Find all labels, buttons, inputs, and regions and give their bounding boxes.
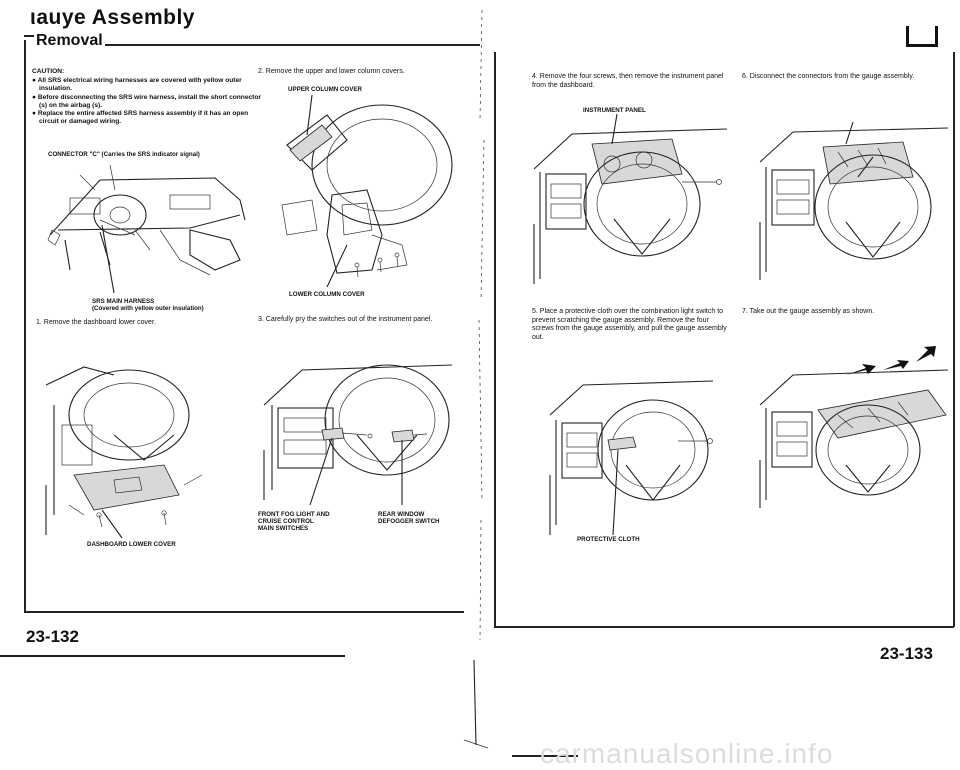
dashboard-lower-cover-label: DASHBOARD LOWER COVER bbox=[87, 541, 176, 548]
page-number-right: 23-133 bbox=[880, 644, 933, 663]
step-7: 7. Take out the gauge assembly as shown. bbox=[742, 308, 875, 315]
leader-line bbox=[101, 509, 123, 539]
srs-harness-figure bbox=[47, 164, 246, 276]
column-covers-figure bbox=[281, 94, 453, 288]
step-5: 5. Place a protective cloth over the com… bbox=[532, 308, 727, 341]
right-page-right-rule bbox=[953, 52, 955, 627]
caution-heading: CAUTION: bbox=[32, 68, 65, 75]
watermark: carmanualsonline.info bbox=[540, 738, 834, 769]
srs-main-harness-text: SRS MAIN HARNESS bbox=[92, 298, 155, 305]
caution-item: ● Before disconnecting the SRS wire harn… bbox=[32, 93, 261, 109]
step-6: 6. Disconnect the connectors from the ga… bbox=[742, 73, 915, 80]
leader-line bbox=[101, 224, 115, 294]
right-footer-rule bbox=[512, 755, 578, 757]
disconnect-connectors-figure bbox=[759, 121, 949, 280]
lower-column-cover-label: LOWER COLUMN COVER bbox=[289, 291, 365, 298]
srs-main-harness-label: SRS MAIN HARNESS (Covered with yellow ou… bbox=[92, 298, 262, 312]
caution-block: CAUTION: ● All SRS electrical wiring har… bbox=[32, 68, 262, 126]
page-title: ιauye Assembly bbox=[30, 6, 195, 29]
instrument-panel-figure bbox=[533, 113, 728, 284]
front-fog-line: FRONT FOG LIGHT AND bbox=[258, 511, 330, 518]
step-4: 4. Remove the four screws, then remove t… bbox=[532, 73, 724, 89]
subtitle-rule bbox=[105, 44, 480, 46]
dashboard-lower-cover-figure bbox=[45, 366, 203, 535]
step-3: 3. Carefully pry the switches out of the… bbox=[258, 316, 433, 323]
connector-c-label: CONNECTOR "C" (Carries the SRS indicator… bbox=[48, 151, 200, 158]
right-page-bottom-rule bbox=[494, 626, 954, 628]
protective-cloth-figure bbox=[549, 380, 714, 536]
front-fog-line: CRUISE CONTROL bbox=[258, 518, 314, 525]
caution-item: ● All SRS electrical wiring harnesses ar… bbox=[32, 77, 242, 93]
instrument-panel-label: INSTRUMENT PANEL bbox=[583, 107, 646, 114]
step-1: 1. Remove the dashboard lower cover. bbox=[36, 319, 156, 326]
right-page-left-rule bbox=[494, 52, 496, 627]
rear-window-line: DEFOGGER SWITCH bbox=[378, 518, 440, 525]
left-bottom-rule bbox=[24, 611, 464, 613]
step-2: 2. Remove the upper and lower column cov… bbox=[258, 68, 405, 75]
section-subtitle: Removal bbox=[36, 32, 103, 49]
corner-tab-mark bbox=[906, 26, 938, 47]
rear-window-line: REAR WINDOW bbox=[378, 511, 425, 518]
front-fog-line: MAIN SWITCHES bbox=[258, 525, 309, 532]
left-footer-rule bbox=[0, 655, 345, 657]
subtitle-tick bbox=[24, 35, 34, 37]
left-margin-rule bbox=[24, 40, 26, 612]
protective-cloth-label: PROTECTIVE CLOTH bbox=[577, 536, 640, 543]
remove-gauge-figure bbox=[759, 346, 949, 508]
switches-figure bbox=[263, 364, 453, 506]
rear-window-label: REAR WINDOW DEFOGGER SWITCH bbox=[378, 511, 468, 525]
upper-column-cover-label: UPPER COLUMN COVER bbox=[288, 86, 362, 93]
page-gutter bbox=[463, 9, 489, 749]
front-fog-label: FRONT FOG LIGHT AND CRUISE CONTROL MAIN … bbox=[258, 511, 368, 532]
page-number-left: 23-132 bbox=[26, 627, 79, 646]
caution-item: ● Replace the entire affected SRS harnes… bbox=[32, 110, 249, 126]
srs-main-harness-note: (Covered with yellow outer insulation) bbox=[92, 305, 204, 312]
